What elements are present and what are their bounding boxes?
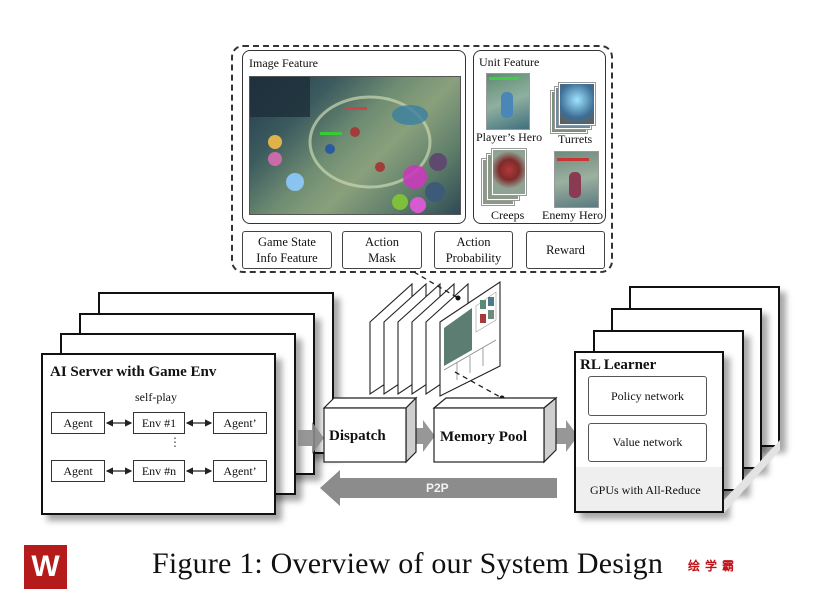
memory-pool-label: Memory Pool xyxy=(440,429,528,445)
rl-learner-title: RL Learner xyxy=(580,357,657,373)
value-network-box: Value network xyxy=(588,423,707,462)
feature-region xyxy=(231,45,613,273)
feature-sheet-stack xyxy=(369,280,501,397)
self-play-label: self-play xyxy=(135,390,177,404)
feature-box-game-state: Game State Info Feature xyxy=(242,231,332,269)
creeps-image-stack xyxy=(482,149,526,207)
dispatch-label: Dispatch xyxy=(329,428,386,444)
image-feature-title: Image Feature xyxy=(249,56,318,70)
ai-server-title: AI Server with Game Env xyxy=(50,364,217,380)
unit-label-players-hero: Player’s Hero xyxy=(476,130,543,144)
env-box-1: Env #1 xyxy=(133,412,185,434)
game-screenshot-image xyxy=(249,76,461,215)
unit-label-turrets: Turrets xyxy=(558,132,593,146)
front-sheet-thumbnail xyxy=(443,291,497,380)
value-network-label: Value network xyxy=(612,435,683,449)
agent-box-2: Agent xyxy=(51,460,105,482)
unit-label-creeps: Creeps xyxy=(491,208,525,222)
pipeline-graphic xyxy=(298,271,578,506)
image-feature-panel: Image Feature xyxy=(242,50,466,224)
opponent-agent-box-1: Agent’ xyxy=(213,412,267,434)
feature-box-action-probability-line1: Action xyxy=(456,235,491,249)
feature-box-action-mask: Action Mask xyxy=(342,231,422,269)
watermark-text: 绘学霸 xyxy=(688,559,740,573)
feature-box-reward-label: Reward xyxy=(546,243,585,257)
flow-arrow-to-dispatch-icon xyxy=(298,422,324,454)
unit-feature-panel: Unit Feature Player’s Hero Turrets Creep… xyxy=(473,50,606,224)
gpus-all-reduce-label: GPUs with All-Reduce xyxy=(590,483,701,497)
unit-label-enemy-hero: Enemy Hero xyxy=(542,208,603,222)
unit-feature-title: Unit Feature xyxy=(479,55,540,69)
players-hero-image xyxy=(486,73,530,130)
rl-learner-frame: RL Learner Policy network Value network … xyxy=(574,351,724,513)
agent-box-1: Agent xyxy=(51,412,105,434)
turrets-image-stack xyxy=(551,83,595,133)
feature-box-action-mask-line2: Mask xyxy=(368,251,396,265)
feature-box-game-state-line1: Game State xyxy=(258,235,316,249)
feature-box-action-probability-line2: Probability xyxy=(445,251,502,265)
env-ellipsis: ⋮ xyxy=(169,435,181,449)
opponent-agent-box-2: Agent’ xyxy=(213,460,267,482)
feature-box-action-mask-line1: Action xyxy=(364,235,400,249)
rl-stack-shade xyxy=(724,440,780,513)
flow-arrow-to-learner-icon xyxy=(552,420,578,452)
agent-env-arrows xyxy=(105,419,213,475)
watermark-logo: W xyxy=(24,545,67,589)
connector-dot xyxy=(455,295,461,301)
feature-box-reward: Reward xyxy=(526,231,605,269)
game-scene-graphic xyxy=(250,77,447,213)
feature-box-action-probability: Action Probability xyxy=(434,231,513,269)
watermark-logo-letter: W xyxy=(31,550,60,583)
memory-pool-cube xyxy=(432,396,558,464)
feature-box-game-state-line2: Info Feature xyxy=(256,251,318,265)
figure-caption: Figure 1: Overview of our System Design xyxy=(152,547,664,580)
p2p-label: P2P xyxy=(426,481,449,495)
policy-network-box: Policy network xyxy=(588,376,707,416)
ai-server-frame: AI Server with Game Env self-play Agent … xyxy=(41,353,276,515)
p2p-arrow-icon xyxy=(320,470,557,506)
dispatch-cube xyxy=(322,396,418,464)
policy-network-label: Policy network xyxy=(611,388,684,403)
enemy-hero-image xyxy=(554,151,599,208)
env-box-2: Env #n xyxy=(133,460,185,482)
